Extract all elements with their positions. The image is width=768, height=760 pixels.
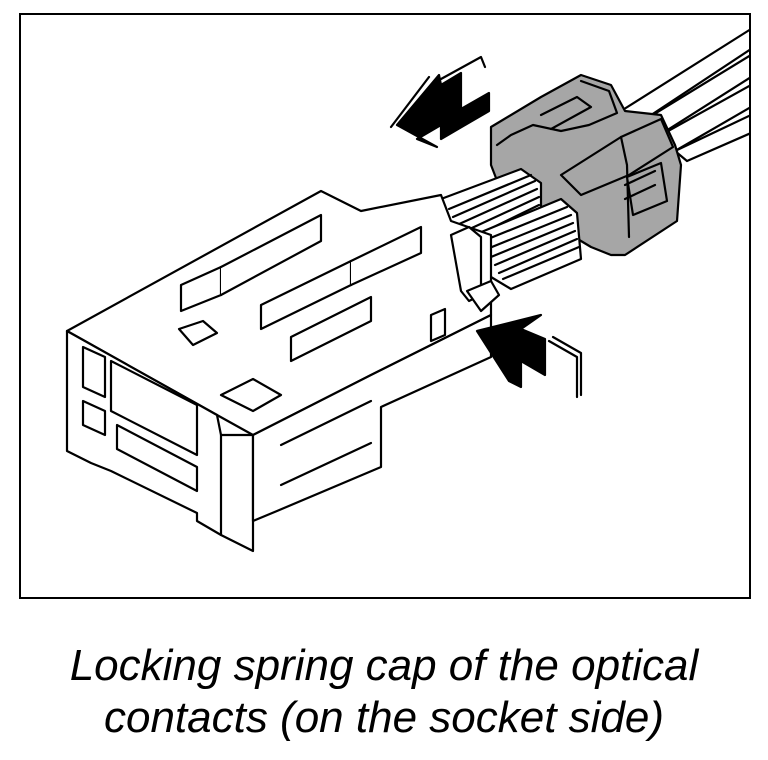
caption-line-1: Locking spring cap of the optical <box>69 641 699 690</box>
figure-caption: Locking spring cap of the optical contac… <box>0 640 768 744</box>
push-arrow-icon <box>475 313 583 399</box>
caption-line-2: contacts (on the socket side) <box>103 693 665 742</box>
socket-housing <box>65 189 501 553</box>
connector-illustration <box>65 28 749 553</box>
push-arrow-icon <box>389 55 491 149</box>
illustration-frame <box>19 13 751 599</box>
